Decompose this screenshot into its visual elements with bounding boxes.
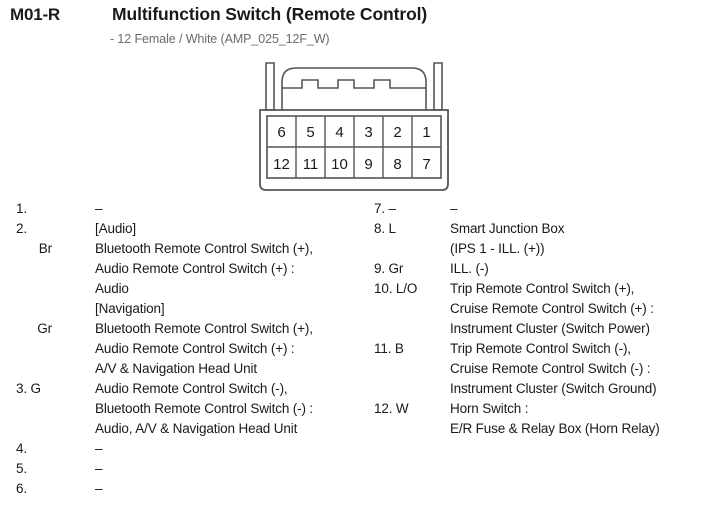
pin-wire-color: Gr: [37, 321, 52, 336]
pin-description: Audio: [95, 281, 129, 296]
page-title: Multifunction Switch (Remote Control): [112, 4, 428, 24]
pin-row: 6. –: [0, 481, 706, 501]
pin-row: Audio: [0, 281, 706, 301]
pin-row: 4. –: [0, 441, 706, 461]
pin-row: 12. W Horn Switch :: [0, 401, 706, 421]
pin-description: (IPS 1 - ILL. (+)): [450, 241, 545, 256]
pin-row: Audio, A/V & Navigation Head Unit: [0, 421, 706, 441]
pin-row: Br Bluetooth Remote Control Switch (+),: [0, 241, 706, 261]
pin-row: 9. Gr ILL. (-): [0, 261, 706, 281]
connector-pin-numbers: 6 5 4 3 2 1 12 11 10 9 8 7: [273, 124, 431, 173]
pin-description: Audio Remote Control Switch (-),: [95, 381, 288, 396]
pin-description: [Audio]: [95, 221, 136, 236]
pin-number: 10. L/O: [374, 281, 418, 296]
pin-description: Smart Junction Box: [450, 221, 565, 236]
pin-description: Cruise Remote Control Switch (+) :: [450, 301, 654, 316]
pin-label-11: 11: [303, 156, 319, 173]
pin-description: E/R Fuse & Relay Box (Horn Relay): [450, 421, 660, 436]
pin-description: –: [450, 201, 458, 216]
pin-description: Bluetooth Remote Control Switch (+),: [95, 241, 313, 256]
pin-description: Trip Remote Control Switch (+),: [450, 281, 635, 296]
pin-row: 2. [Audio]: [0, 221, 706, 241]
pin-label-6: 6: [277, 124, 285, 141]
pin-description: Instrument Cluster (Switch Power): [450, 321, 650, 336]
pin-description: –: [95, 441, 103, 456]
pin-number: 11. B: [374, 341, 404, 356]
pin-number: 12. W: [374, 401, 409, 416]
pin-row: Instrument Cluster (Switch Ground): [0, 381, 706, 401]
pin-description: Bluetooth Remote Control Switch (-) :: [95, 401, 314, 416]
pin-wire-color: Br: [38, 241, 52, 256]
connector-body: [259, 109, 449, 191]
pin-row: Audio Remote Control Switch (+) :: [0, 261, 706, 281]
connector-subtitle: - 12 Female / White (AMP_025_12F_W): [110, 32, 330, 46]
pin-row: Cruise Remote Control Switch (-) :: [0, 361, 706, 381]
pin-row: 5. –: [0, 461, 706, 481]
pin-number: 9. Gr: [374, 261, 404, 276]
pin-description: Horn Switch :: [450, 401, 529, 416]
pin-label-3: 3: [364, 124, 372, 141]
pin-label-10: 10: [331, 156, 348, 173]
connector-left-tab: [265, 62, 275, 111]
pin-row: 10. L/O Trip Remote Control Switch (+),: [0, 281, 706, 301]
connector-svg: 6 5 4 3 2 1 12 11 10 9 8 7: [259, 62, 449, 191]
pin-number: 2.: [16, 221, 27, 236]
pin-label-1: 1: [422, 124, 430, 141]
pin-description: –: [95, 481, 103, 496]
connector-latch-arch: [281, 67, 427, 110]
connector-diagram: 6 5 4 3 2 1 12 11 10 9 8 7: [256, 58, 456, 194]
pin-label-2: 2: [393, 124, 401, 141]
pin-description: ILL. (-): [450, 261, 489, 276]
pin-row: Instrument Cluster (Switch Power): [0, 321, 706, 341]
pin-label-8: 8: [393, 156, 401, 173]
pin-number: 7. –: [374, 201, 396, 216]
pin-row: Gr Bluetooth Remote Control Switch (+),: [0, 321, 706, 341]
pin-description: Bluetooth Remote Control Switch (+),: [95, 321, 313, 336]
page-header: M01-R Multifunction Switch (Remote Contr…: [0, 0, 706, 58]
pin-label-5: 5: [306, 124, 314, 141]
pin-row: 8. L Smart Junction Box: [0, 221, 706, 241]
pin-description: Trip Remote Control Switch (-),: [450, 341, 631, 356]
pin-description: Cruise Remote Control Switch (-) :: [450, 361, 651, 376]
pin-number: 5.: [16, 461, 27, 476]
pin-row: 11. B Trip Remote Control Switch (-),: [0, 341, 706, 361]
pin-row: (IPS 1 - ILL. (+)): [0, 241, 706, 261]
pin-row: E/R Fuse & Relay Box (Horn Relay): [0, 421, 706, 441]
pin-row: 3. G Audio Remote Control Switch (-),: [0, 381, 706, 401]
connector-code: M01-R: [10, 5, 61, 24]
pin-description: Audio, A/V & Navigation Head Unit: [95, 421, 298, 436]
pin-number: 8. L: [374, 221, 396, 236]
pin-row: A/V & Navigation Head Unit: [0, 361, 706, 381]
pin-label-7: 7: [422, 156, 430, 173]
pin-label-9: 9: [364, 156, 372, 173]
pin-row: Cruise Remote Control Switch (+) :: [0, 301, 706, 321]
pin-number: 1.: [16, 201, 27, 216]
pin-label-12: 12: [273, 156, 290, 173]
pin-row: Audio Remote Control Switch (+) :: [0, 341, 706, 361]
pin-number: 6.: [16, 481, 27, 496]
pin-description: Audio Remote Control Switch (+) :: [95, 341, 295, 356]
pin-description: –: [95, 201, 103, 216]
pin-description: –: [95, 461, 103, 476]
pin-description: Audio Remote Control Switch (+) :: [95, 261, 295, 276]
connector-right-tab: [433, 62, 443, 111]
pin-row: Bluetooth Remote Control Switch (-) :: [0, 401, 706, 421]
pin-number: 4.: [16, 441, 27, 456]
pin-row: 7. – –: [0, 201, 706, 221]
pin-description: Instrument Cluster (Switch Ground): [450, 381, 657, 396]
pin-number: 3. G: [16, 381, 41, 396]
pin-description: A/V & Navigation Head Unit: [95, 361, 257, 376]
pin-row: [Navigation]: [0, 301, 706, 321]
pin-label-4: 4: [335, 124, 343, 141]
pin-row: 1. –: [0, 201, 706, 221]
pin-description: [Navigation]: [95, 301, 165, 316]
connector-latch-notches: [282, 79, 426, 89]
